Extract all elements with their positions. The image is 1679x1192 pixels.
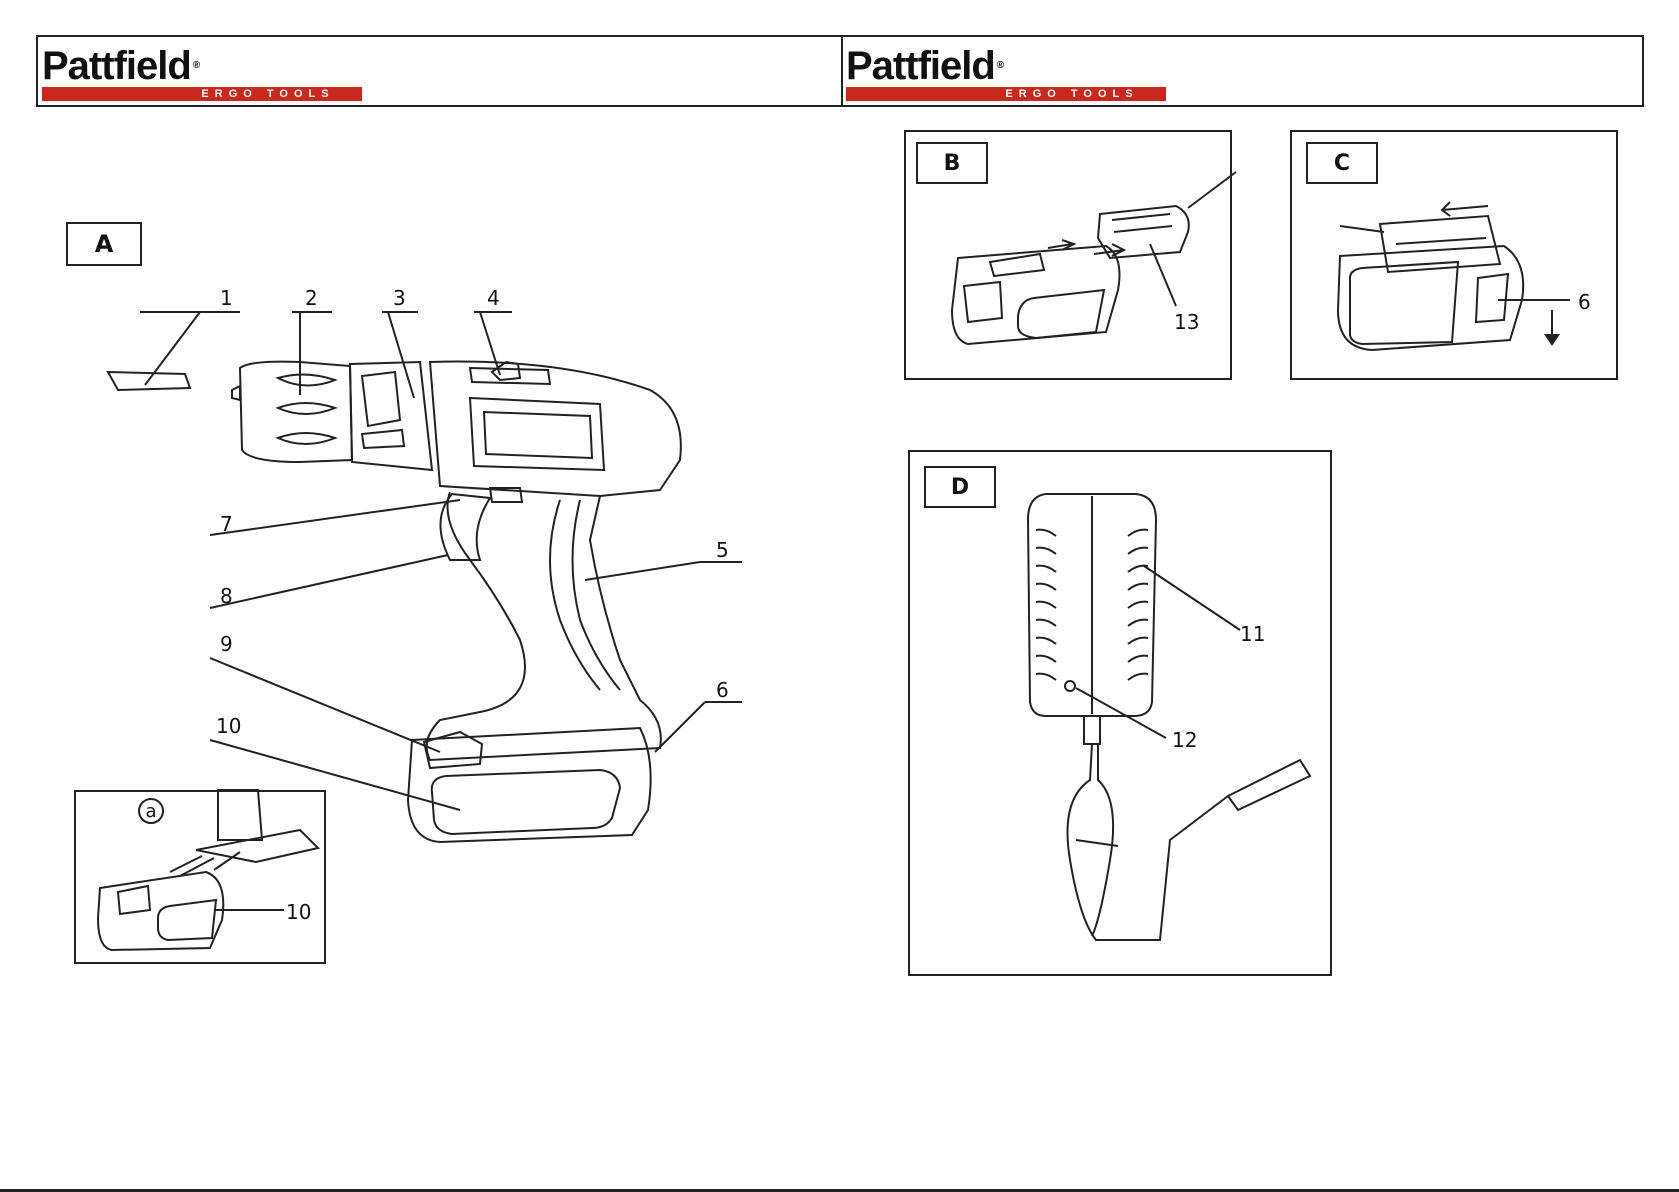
inset-a-panel: a 10 [74,790,326,964]
figure-d-label: D [924,466,996,508]
callout-9: 9 [220,634,233,654]
logo-tagline: ERGO TOOLS [174,87,362,101]
chuck-icon [240,362,352,462]
callout-2: 2 [305,288,318,308]
logo-registered-mark: ® [193,60,199,71]
figure-a-label: A [66,222,142,266]
header: Pattfield® ERGO TOOLS Pattfield® ERGO TO… [36,35,1644,107]
callout-10: 10 [216,716,241,736]
header-divider [841,37,843,105]
trigger-icon [440,494,490,560]
callout-5: 5 [716,540,729,560]
inset-a-label: a [138,798,164,824]
callout-4: 4 [487,288,500,308]
figure-d-panel: D 11 12 [908,450,1332,976]
logo-word: Pattfield [846,44,995,88]
callout-12: 12 [1172,730,1197,750]
callout-6-c: 6 [1578,292,1591,312]
callout-7: 7 [220,514,233,534]
figure-c-label: C [1306,142,1378,184]
figure-b-label: B [916,142,988,184]
figure-b-panel: B 13 [904,130,1232,380]
direction-switch-icon [492,362,520,380]
callout-3: 3 [393,288,406,308]
callout-13: 13 [1174,312,1199,332]
pattfield-logo-left: Pattfield® ERGO TOOLS [42,47,362,99]
logo-tagline: ERGO TOOLS [978,87,1166,101]
callout-1: 1 [220,288,233,308]
bit-icon [108,372,190,390]
logo-word: Pattfield [42,44,191,88]
torque-collar-icon [350,362,432,470]
callout-11: 11 [1240,624,1265,644]
battery-pack-icon [408,728,651,842]
figure-c-panel: C 6 [1290,130,1618,380]
pattfield-logo-right: Pattfield® ERGO TOOLS [846,47,1166,99]
callout-8: 8 [220,586,233,606]
drill-body-icon [430,362,681,496]
callout-6: 6 [716,680,729,700]
logo-registered-mark: ® [997,60,1003,71]
inset-callout-10: 10 [286,902,311,922]
drill-handle-icon [427,492,661,760]
